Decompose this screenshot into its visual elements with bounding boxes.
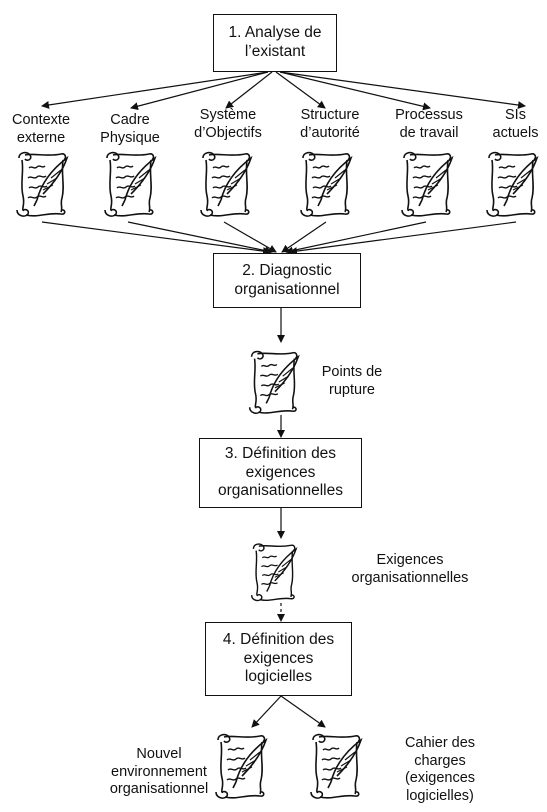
step-1-analyse-box: 1. Analyse de l’existant [213, 14, 337, 72]
document-label-processus: Processus de travail [395, 107, 463, 141]
document-label-systeme: Système d’Objectifs [194, 107, 262, 141]
output-label-cahier: Cahier des charges (exigences logicielle… [404, 735, 476, 805]
document-label-cadre: Cadre Physique [100, 112, 160, 146]
step-2-diagnostic-box: 2. Diagnostic organisationnel [213, 253, 361, 308]
step-4-def-log-box: 4. Définition des exigences logicielles [205, 622, 352, 696]
output-label-points-rupture: Points de rupture [321, 364, 383, 398]
document-label-contexte: Contexte externe [11, 112, 71, 146]
arrows-analyse-to-documents [41, 71, 526, 111]
arrows-documents-to-diagnostic [41, 221, 517, 256]
document-label-structure: Structure d’autorité [300, 107, 360, 141]
step-3-def-org-box: 3. Définition des exigences organisation… [199, 438, 362, 508]
arrows-vertical-flow [251, 308, 326, 728]
document-label-sis: SIs actuels [492, 107, 539, 141]
output-label-nouvel-env: Nouvel environnement organisationnel [109, 746, 209, 798]
output-label-exigences-org: Exigences organisationnelles [351, 552, 469, 586]
